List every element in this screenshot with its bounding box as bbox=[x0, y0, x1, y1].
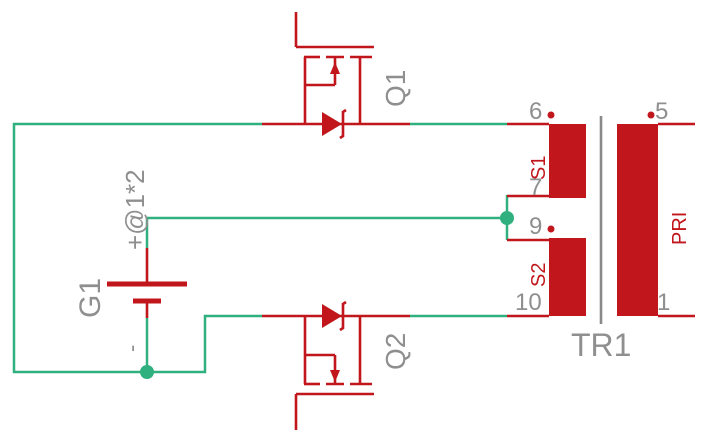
s1-polarity-dot bbox=[547, 111, 555, 119]
battery-value-label: +@1*2 bbox=[120, 169, 150, 250]
junction-dot-center-tap bbox=[500, 211, 514, 225]
primary-polarity-dot bbox=[647, 111, 655, 119]
pin1-label: 1 bbox=[657, 289, 670, 316]
pin7-label: 7 bbox=[529, 174, 542, 201]
wire-left-loop bbox=[12, 122, 262, 374]
q1-diode-triangle bbox=[322, 112, 342, 136]
s2-polarity-dot bbox=[547, 225, 555, 233]
q2-ref-label: Q2 bbox=[380, 333, 411, 370]
q2-diode-bar bbox=[339, 300, 347, 332]
q1-ref-label: Q1 bbox=[380, 70, 411, 107]
pin9-label: 9 bbox=[529, 213, 542, 240]
q1-diode-bar bbox=[339, 108, 347, 140]
wire-battery-plus bbox=[145, 216, 507, 248]
primary-label: PRI bbox=[669, 212, 691, 245]
battery-ref-label: G1 bbox=[74, 278, 107, 318]
mosfet-q2: Q2 bbox=[262, 300, 411, 430]
battery-g1: G1 +@1*2 - bbox=[74, 169, 187, 352]
s2-winding bbox=[549, 238, 586, 316]
transformer-ref-label: TR1 bbox=[571, 327, 631, 363]
battery-minus-label: - bbox=[119, 345, 144, 352]
q2-diode-triangle bbox=[322, 304, 342, 328]
primary-winding bbox=[617, 124, 658, 316]
pin5-label: 5 bbox=[655, 98, 668, 125]
wire-net bbox=[12, 122, 514, 379]
transformer-tr1: 6 7 9 10 5 1 S1 S2 PRI TR1 bbox=[507, 98, 695, 363]
s1-label: S1 bbox=[528, 156, 550, 180]
pin6-label: 6 bbox=[529, 98, 542, 125]
s2-label: S2 bbox=[528, 263, 550, 287]
q2-arrow bbox=[330, 370, 340, 382]
q1-arrow bbox=[330, 62, 340, 74]
s1-winding bbox=[549, 124, 586, 198]
pin10-label: 10 bbox=[515, 289, 542, 316]
mosfet-q1: Q1 bbox=[262, 12, 411, 140]
junction-dot-battery-minus bbox=[140, 365, 154, 379]
